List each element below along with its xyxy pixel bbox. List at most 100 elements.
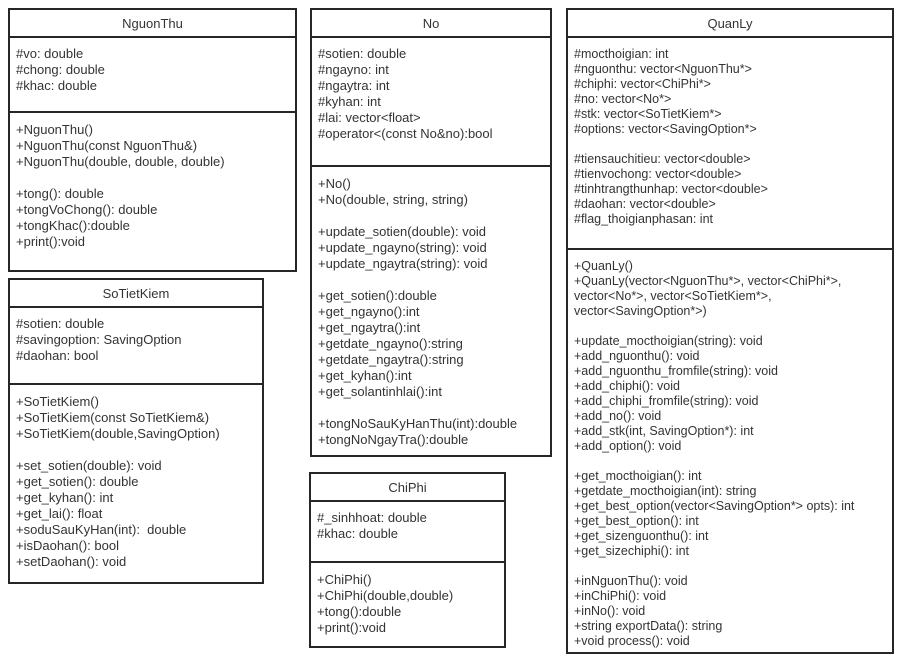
method-line: +get_mocthoigian(): int: [574, 469, 702, 483]
uml-class-box-chiphi: ChiPhi #_sinhhoat: double#khac: double +…: [309, 472, 506, 648]
attribute-line: #flag_thoigianphasan: int: [574, 212, 714, 226]
attribute-line: #chiphi: vector<ChiPhi*>: [574, 77, 711, 91]
method-line: +get_lai(): float: [16, 506, 103, 521]
method-line: +get_sotien():double: [318, 288, 437, 303]
method-line: +tongKhac():double: [16, 218, 130, 233]
method-line: +add_no(): void: [574, 409, 662, 423]
method-line: +add_chiphi(): void: [574, 379, 680, 393]
method-line: +NguonThu(const NguonThu&): [16, 138, 198, 153]
method-line: +get_kyhan(): int: [16, 490, 114, 505]
attribute-line: #daohan: bool: [16, 348, 99, 363]
method-line: [16, 170, 289, 186]
attribute-line: #vo: double: [16, 46, 84, 61]
method-line: +add_stk(int, SavingOption*): int: [574, 424, 754, 438]
uml-class-box-nguonthu: NguonThu #vo: double#chong: double#khac:…: [8, 8, 297, 272]
method-line: +NguonThu(double, double, double): [16, 154, 225, 169]
attribute-line: #khac: double: [16, 78, 97, 93]
method-line: +tongVoChong(): double: [16, 202, 158, 217]
method-line: +add_nguonthu_fromfile(string): void: [574, 364, 778, 378]
attribute-line: #tienvochong: vector<double>: [574, 167, 742, 181]
attribute-line: #tinhtrangthunhap: vector<double>: [574, 182, 768, 196]
method-line: +get_best_option(vector<SavingOption*> o…: [574, 499, 855, 513]
class-methods-section: +No()+No(double, string, string) +update…: [312, 167, 550, 455]
method-line: +QuanLy(vector<NguonThu*>, vector<ChiPhi…: [574, 274, 842, 288]
class-title: ChiPhi: [311, 474, 504, 502]
method-line: [318, 208, 544, 224]
method-line: +inNguonThu(): void: [574, 574, 688, 588]
method-line: +string exportData(): string: [574, 619, 723, 633]
method-line: +get_solantinhlai():int: [318, 384, 442, 399]
attribute-line: #sotien: double: [318, 46, 407, 61]
method-line: +add_chiphi_fromfile(string): void: [574, 394, 759, 408]
class-methods-section: +SoTietKiem()+SoTietKiem(const SoTietKie…: [10, 385, 262, 582]
attribute-line: #_sinhhoat: double: [317, 510, 427, 525]
class-attributes-section: #mocthoigian: int#nguonthu: vector<Nguon…: [568, 38, 892, 250]
uml-class-box-sotietkiem: SoTietKiem #sotien: double#savingoption:…: [8, 278, 264, 584]
method-line: +inNo(): void: [574, 604, 646, 618]
method-line: +soduSauKyHan(int): double: [16, 522, 187, 537]
attribute-line: #kyhan: int: [318, 94, 381, 109]
attribute-line: #ngaytra: int: [318, 78, 390, 93]
method-line: +QuanLy(): [574, 259, 633, 273]
method-line: [318, 272, 544, 288]
attribute-line: #khac: double: [317, 526, 398, 541]
method-line: +No(double, string, string): [318, 192, 468, 207]
method-line: +tong():double: [317, 604, 402, 619]
method-line: +get_ngaytra():int: [318, 320, 421, 335]
attribute-line: #daohan: vector<double>: [574, 197, 716, 211]
uml-class-box-quanly: QuanLy #mocthoigian: int#nguonthu: vecto…: [566, 8, 894, 654]
class-methods-section: +ChiPhi()+ChiPhi(double,double)+tong():d…: [311, 563, 504, 646]
attribute-line: #ngayno: int: [318, 62, 389, 77]
method-line: +No(): [318, 176, 351, 191]
method-line: vector<SavingOption*>): [574, 304, 707, 318]
method-line: +get_kyhan():int: [318, 368, 412, 383]
class-attributes-section: #_sinhhoat: double#khac: double: [311, 502, 504, 563]
method-line: +SoTietKiem(): [16, 394, 99, 409]
class-title: SoTietKiem: [10, 280, 262, 308]
method-line: [318, 400, 544, 416]
method-line: +get_sotien(): double: [16, 474, 139, 489]
method-line: +update_sotien(double): void: [318, 224, 487, 239]
method-line: +ChiPhi(): [317, 572, 372, 587]
method-line: +get_sizenguonthu(): int: [574, 529, 709, 543]
method-line: +getdate_mocthoigian(int): string: [574, 484, 757, 498]
method-line: [574, 319, 886, 334]
method-line: +isDaohan(): bool: [16, 538, 119, 553]
class-attributes-section: #sotien: double#savingoption: SavingOpti…: [10, 308, 262, 385]
method-line: +void process(): void: [574, 634, 690, 648]
method-line: vector<No*>, vector<SoTietKiem*>,: [574, 289, 772, 303]
class-title: No: [312, 10, 550, 38]
method-line: +tongNoNgayTra():double: [318, 432, 469, 447]
uml-class-box-no: No #sotien: double#ngayno: int#ngaytra: …: [310, 8, 552, 457]
attribute-line: #tiensauchitieu: vector<double>: [574, 152, 751, 166]
method-line: +add_option(): void: [574, 439, 682, 453]
method-line: +getdate_ngaytra():string: [318, 352, 464, 367]
class-title: QuanLy: [568, 10, 892, 38]
method-line: +tongNoSauKyHanThu(int):double: [318, 416, 518, 431]
method-line: +get_sizechiphi(): int: [574, 544, 689, 558]
method-line: [16, 442, 256, 458]
method-line: +SoTietKiem(const SoTietKiem&): [16, 410, 210, 425]
method-line: +update_ngayno(string): void: [318, 240, 487, 255]
method-line: +setDaohan(): void: [16, 554, 127, 569]
method-line: +set_sotien(double): void: [16, 458, 162, 473]
method-line: +inChiPhi(): void: [574, 589, 667, 603]
class-methods-section: +QuanLy()+QuanLy(vector<NguonThu*>, vect…: [568, 250, 892, 652]
attribute-line: #mocthoigian: int: [574, 47, 669, 61]
attribute-line: #no: vector<No*>: [574, 92, 672, 106]
method-line: +get_ngayno():int: [318, 304, 420, 319]
method-line: +NguonThu(): [16, 122, 93, 137]
attribute-line: [574, 137, 886, 152]
method-line: [574, 559, 886, 574]
attribute-line: #sotien: double: [16, 316, 105, 331]
method-line: +add_nguonthu(): void: [574, 349, 700, 363]
attribute-line: #savingoption: SavingOption: [16, 332, 182, 347]
method-line: +tong(): double: [16, 186, 104, 201]
class-methods-section: +NguonThu()+NguonThu(const NguonThu&)+Ng…: [10, 113, 295, 270]
attribute-line: #stk: vector<SoTietKiem*>: [574, 107, 722, 121]
attribute-line: #nguonthu: vector<NguonThu*>: [574, 62, 752, 76]
class-attributes-section: #sotien: double#ngayno: int#ngaytra: int…: [312, 38, 550, 167]
method-line: +print():void: [317, 620, 386, 635]
method-line: +ChiPhi(double,double): [317, 588, 454, 603]
